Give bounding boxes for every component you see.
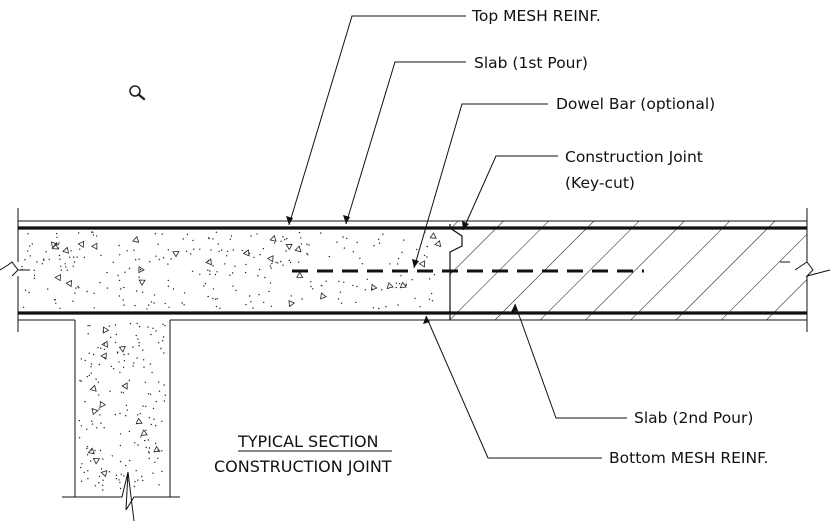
label-key-cut: (Key-cut) — [565, 174, 635, 192]
left-break-line — [0, 261, 30, 277]
title-construction-joint: CONSTRUCTION JOINT — [214, 457, 392, 476]
label-slab-second-pour: Slab (2nd Pour) — [634, 409, 753, 427]
label-dowel-bar: Dowel Bar (optional) — [556, 95, 715, 113]
magnifier-icon[interactable] — [129, 85, 146, 101]
label-construction-joint: Construction Joint — [565, 148, 703, 166]
title-typical-section: TYPICAL SECTION — [237, 432, 379, 451]
label-bottom-mesh: Bottom MESH REINF. — [609, 449, 768, 467]
label-top-mesh: Top MESH REINF. — [471, 7, 601, 25]
label-slab-first-pour: Slab (1st Pour) — [474, 54, 588, 72]
right-break-line — [780, 261, 831, 277]
concrete-stipple — [21, 231, 442, 491]
slab-outline — [17, 208, 808, 332]
beam-stem — [62, 320, 180, 522]
leader-lines — [286, 15, 627, 459]
